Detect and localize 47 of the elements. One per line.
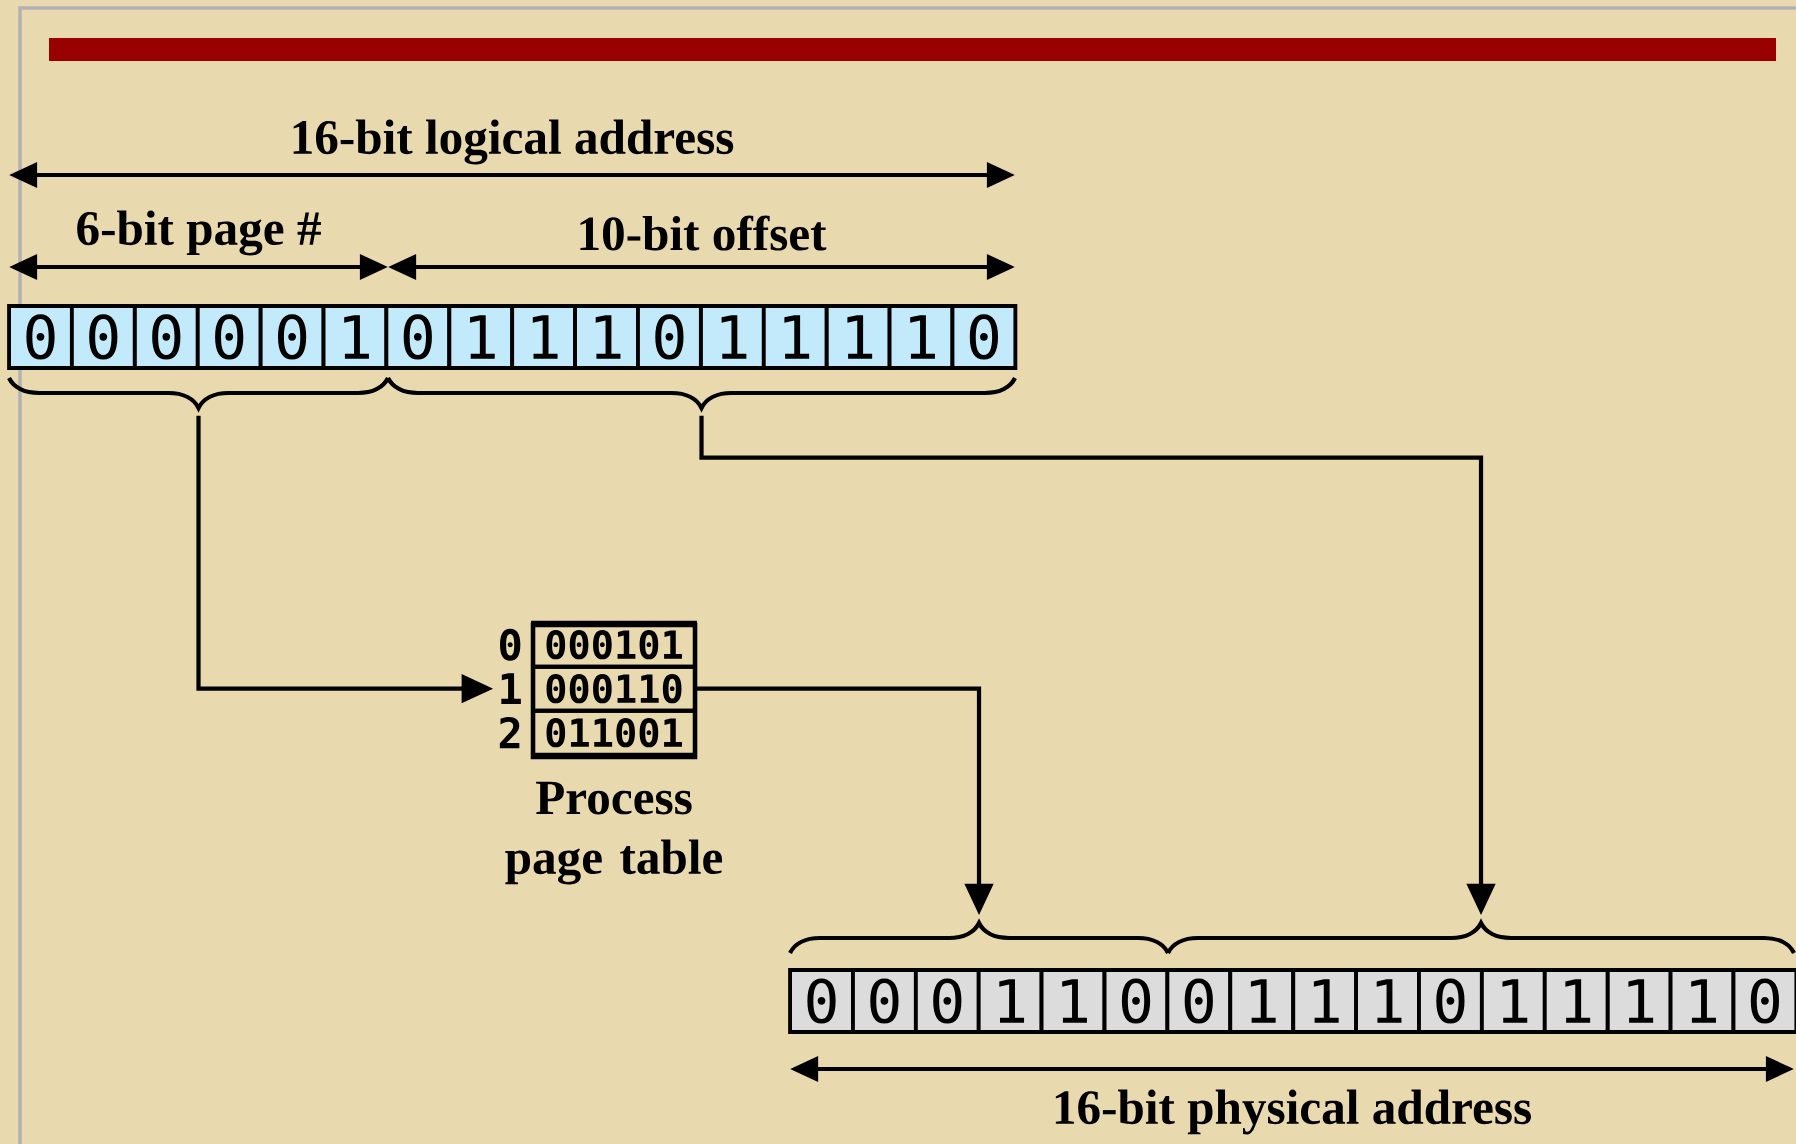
bit-cell: 1	[1479, 968, 1547, 1034]
bit-cell: 0	[851, 968, 918, 1034]
row-index: 2	[499, 717, 520, 749]
bit-cell: 0	[384, 304, 452, 370]
bit-cell: 1	[573, 304, 640, 370]
dimension-label: 10-bit offset	[580, 215, 827, 251]
bit-cell: 1	[510, 304, 577, 370]
bit-cell: 1	[824, 304, 892, 370]
bit-cell: 0	[950, 304, 1018, 370]
bit-cell: 0	[258, 304, 326, 370]
bit-cell: 0	[913, 968, 981, 1034]
bit-cell: 0	[1731, 968, 1796, 1034]
table-caption: Process page table	[505, 781, 723, 885]
bit-cell: 0	[788, 968, 855, 1034]
bit-cell: 1	[1354, 968, 1421, 1034]
dimension-label: 6-bit page #	[77, 210, 321, 256]
curly-brace	[1166, 920, 1796, 955]
bit-cell: 0	[132, 304, 200, 370]
bit-cell: 0	[1165, 968, 1233, 1034]
bit-cell: 0	[195, 304, 263, 370]
table-row: 000110	[531, 664, 697, 713]
bit-cell: 0	[636, 304, 703, 370]
curly-brace	[7, 376, 390, 411]
bit-cell: 0	[1102, 968, 1170, 1034]
bit-cell: 1	[321, 304, 389, 370]
bit-cell: 1	[976, 968, 1044, 1034]
bit-cell: 1	[761, 304, 829, 370]
table-row: 011001	[531, 708, 697, 757]
bit-cell: 1	[1605, 968, 1673, 1034]
bit-cell: 1	[1291, 968, 1359, 1034]
bit-cell: 1	[699, 304, 766, 370]
bit-cell: 1	[1668, 968, 1736, 1034]
bit-cell: 1	[1228, 968, 1296, 1034]
bit-cell: 0	[7, 304, 74, 370]
bit-cell: 0	[69, 304, 137, 370]
dimension-label: 16-bit physical address	[1055, 1089, 1531, 1135]
bit-cell: 1	[1542, 968, 1610, 1034]
row-index: 0	[500, 628, 521, 661]
bit-cell: 1	[447, 304, 515, 370]
bit-cell: 0	[1417, 968, 1484, 1034]
curly-brace	[386, 376, 1017, 411]
table-row: 000101	[531, 620, 697, 669]
bit-cell: 1	[887, 304, 955, 370]
row-index: 1	[501, 673, 521, 705]
curly-brace	[788, 920, 1170, 955]
dimension-label: 16-bit logical address	[293, 119, 734, 165]
bit-cell: 1	[1039, 968, 1107, 1034]
